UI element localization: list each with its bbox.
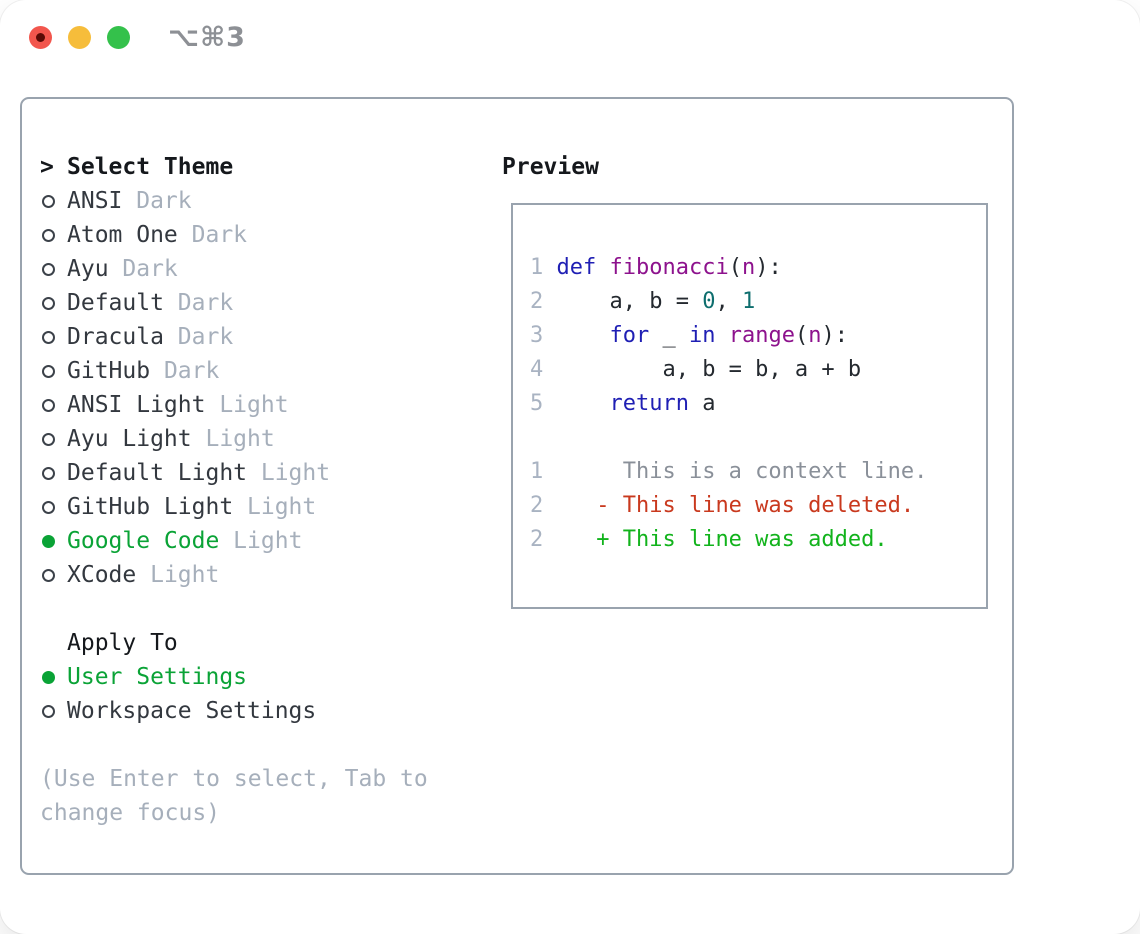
theme-variant-tag: Dark [163, 290, 234, 316]
theme-variant-tag: Light [205, 392, 289, 418]
theme-name: Ayu [67, 256, 109, 282]
zoom-button[interactable] [107, 26, 130, 49]
help-text-line-2: change focus) [40, 800, 221, 826]
minimize-button[interactable] [68, 26, 91, 49]
radio-unselected-icon [42, 568, 55, 582]
theme-name: GitHub Light [67, 494, 234, 520]
focus-arrow-icon: > [40, 154, 54, 180]
theme-option-xcode[interactable]: XCode Light [40, 558, 428, 592]
preview-box: 1 def fibonacci(n): 2 a, b = 0, 1 3 for _ … [511, 203, 988, 609]
theme-option-google-code[interactable]: Google Code Light [40, 524, 428, 558]
spacer [40, 728, 428, 762]
code-line: 1 def fibonacci(n): [530, 255, 782, 280]
help-text-line-1: (Use Enter to select, Tab to [40, 766, 428, 792]
theme-option-ayu-light[interactable]: Ayu Light Light [40, 422, 428, 456]
code-line: 2 - This line was deleted. [530, 493, 915, 518]
code-preview: 1 def fibonacci(n): 2 a, b = 0, 1 3 for _ … [530, 251, 927, 557]
theme-option-dracula[interactable]: Dracula Dark [40, 320, 428, 354]
radio-unselected-icon [42, 398, 55, 412]
theme-name: Default Light [67, 460, 248, 486]
code-line [530, 421, 927, 455]
theme-option-github[interactable]: GitHub Dark [40, 354, 428, 388]
radio-unselected-icon [42, 330, 55, 344]
theme-variant-tag: Light [247, 460, 331, 486]
radio-unselected-icon [42, 704, 55, 718]
theme-name: GitHub [67, 358, 151, 384]
radio-unselected-icon [42, 432, 55, 446]
theme-name: Atom One [67, 222, 178, 248]
apply-option-label: User Settings [67, 664, 248, 690]
theme-option-ayu[interactable]: Ayu Dark [40, 252, 428, 286]
theme-option-default[interactable]: Default Dark [40, 286, 428, 320]
apply-option-workspace-settings[interactable]: Workspace Settings [40, 694, 428, 728]
window-shortcut-label: ⌥⌘3 [168, 22, 246, 53]
radio-unselected-icon [42, 194, 55, 208]
radio-unselected-icon [42, 262, 55, 276]
theme-name: Default [67, 290, 164, 316]
theme-variant-tag: Light [191, 426, 275, 452]
record-dot-icon [36, 33, 45, 42]
theme-variant-tag: Dark [108, 256, 178, 282]
apply-to-header: Apply To [40, 626, 428, 660]
apply-option-label: Workspace Settings [67, 698, 317, 724]
select-theme-header: > Select Theme [40, 150, 428, 184]
theme-variant-tag: Light [219, 528, 303, 554]
theme-variant-tag: Light [233, 494, 317, 520]
radio-unselected-icon [42, 364, 55, 378]
theme-variant-tag: Dark [177, 222, 248, 248]
radio-unselected-icon [42, 228, 55, 242]
theme-name: Ayu Light [67, 426, 192, 452]
theme-option-atom-one[interactable]: Atom One Dark [40, 218, 428, 252]
radio-unselected-icon [42, 466, 55, 480]
code-line: 4 a, b = b, a + b [530, 357, 862, 382]
theme-option-ansi[interactable]: ANSI Dark [40, 184, 428, 218]
theme-name: ANSI [67, 188, 123, 214]
theme-option-default-light[interactable]: Default Light Light [40, 456, 428, 490]
code-line: 5 return a [530, 391, 716, 416]
select-theme-title: Select Theme [67, 154, 234, 180]
theme-variant-tag: Dark [163, 324, 234, 350]
theme-name: Google Code [67, 528, 220, 554]
radio-unselected-icon [42, 500, 55, 514]
theme-name: Dracula [67, 324, 164, 350]
theme-variant-tag: Light [136, 562, 220, 588]
theme-variant-tag: Dark [150, 358, 220, 384]
code-line: 2 a, b = 0, 1 [530, 289, 756, 314]
theme-name: XCode [67, 562, 137, 588]
theme-variant-tag: Dark [122, 188, 192, 214]
apply-to-title: Apply To [67, 630, 178, 656]
theme-option-github-light[interactable]: GitHub Light Light [40, 490, 428, 524]
radio-selected-icon [42, 670, 55, 684]
theme-name: ANSI Light [67, 392, 206, 418]
code-line: 3 for _ in range(n): [530, 323, 848, 348]
code-line: 2 + This line was added. [530, 527, 888, 552]
apply-option-user-settings[interactable]: User Settings [40, 660, 428, 694]
theme-option-ansi-light[interactable]: ANSI Light Light [40, 388, 428, 422]
code-line: 1 This is a context line. [530, 459, 928, 484]
radio-unselected-icon [42, 296, 55, 310]
traffic-lights [29, 26, 130, 49]
spacer [40, 592, 428, 626]
close-button[interactable] [29, 26, 52, 49]
radio-selected-icon [42, 534, 55, 548]
preview-title: Preview [502, 154, 599, 180]
